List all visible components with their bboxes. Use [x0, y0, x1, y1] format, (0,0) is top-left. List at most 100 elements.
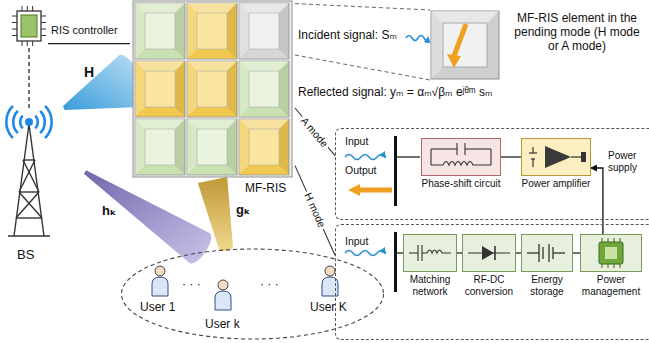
element-face — [197, 13, 227, 49]
decor-line — [417, 245, 418, 261]
chip-pin — [22, 41, 23, 46]
chip-pin — [41, 22, 46, 23]
chip-pin — [12, 29, 17, 30]
wire — [295, 108, 335, 156]
decor-line — [532, 159, 533, 167]
element-bevel — [239, 61, 249, 117]
node-label: · · · — [260, 278, 279, 292]
element-bevel — [187, 61, 197, 117]
channel-label: gₖ — [236, 203, 250, 218]
matching-network: Matching network — [403, 234, 457, 299]
signal-label: Reflected signal: yₘ = αₘ√βₘ eʲᶿᵐ sₘ — [298, 86, 493, 100]
power-amplifier-icon — [521, 138, 591, 176]
decor-line — [23, 160, 39, 192]
element-face — [145, 13, 175, 49]
ris-element — [187, 61, 237, 117]
block-frame — [404, 235, 457, 272]
chip-pin — [27, 41, 28, 46]
wire — [397, 156, 420, 157]
matching-network-icon — [403, 234, 457, 272]
chip-pin — [41, 16, 46, 17]
ris-element — [239, 61, 289, 117]
controller-chip: RIS controller — [10, 4, 48, 48]
lc-circuit — [431, 143, 491, 165]
wire — [457, 252, 462, 253]
radio-wave — [45, 106, 52, 138]
h-mode-panel: InputMatching networkRF-DC conversionEne… — [335, 224, 649, 340]
decor-line — [430, 149, 431, 165]
user-head — [325, 266, 335, 276]
chip-core — [21, 15, 37, 37]
storage-cells — [527, 244, 565, 262]
a-mode-panel: InputOutputPhase-shift circuitPower ampl… — [335, 128, 649, 220]
chip-pin — [41, 35, 46, 36]
edge-label: A mode — [298, 113, 333, 151]
decor-line — [490, 149, 491, 165]
radio-wave — [35, 116, 38, 129]
wire — [48, 43, 130, 44]
block-frame — [522, 235, 573, 272]
port-bar — [394, 136, 397, 206]
decor-line — [16, 192, 39, 218]
decor-line — [456, 143, 457, 155]
block-label: Power amplifier — [521, 178, 591, 190]
wire — [295, 166, 335, 256]
element-bevel — [227, 119, 237, 175]
pm-pin — [608, 238, 609, 242]
node-label: · · · — [182, 278, 201, 292]
decor-line — [14, 124, 29, 236]
element-face — [197, 129, 227, 165]
element-bevel — [279, 61, 289, 117]
chip-pin — [27, 6, 28, 11]
element-face — [249, 71, 279, 107]
power-management: Power management — [580, 234, 642, 299]
rf-dc-conversion: RF-DC conversion — [462, 234, 516, 299]
decor-line — [542, 247, 543, 259]
diode — [482, 246, 494, 260]
channel-beam — [198, 177, 233, 251]
tower-frame — [8, 124, 50, 236]
element-bevel — [279, 3, 289, 59]
ris-element — [187, 3, 237, 59]
decor-line — [532, 147, 533, 153]
radio-wave — [13, 111, 18, 133]
decor-line — [464, 143, 465, 155]
node-label: RIS controller — [51, 24, 118, 37]
power-management-icon — [580, 234, 642, 272]
chip-pin — [12, 35, 17, 36]
block-label: Phase-shift circuit — [421, 178, 501, 190]
decor-line — [29, 124, 44, 236]
edge-label: H mode — [301, 189, 329, 231]
pm-chip — [599, 242, 623, 264]
decor-line — [23, 159, 35, 160]
channel-label: H — [84, 64, 94, 80]
ris-element — [239, 119, 289, 175]
decor-line — [431, 148, 457, 149]
node-label: Output — [345, 164, 377, 176]
diode-bar — [494, 246, 496, 260]
output-arrow — [356, 188, 392, 193]
pm-core — [605, 247, 617, 259]
block-label: Energy storage — [521, 274, 573, 297]
decor-path — [431, 162, 491, 166]
terminal — [581, 152, 586, 162]
channel-label: hₖ — [102, 204, 116, 219]
panel-frame — [133, 1, 292, 177]
input-wave — [345, 251, 385, 256]
radio-wave — [40, 111, 45, 133]
ris-panel: MF-RIS — [130, 0, 295, 180]
phase-shift-circuit: Phase-shift circuit — [421, 138, 501, 192]
matching-circuit — [409, 245, 451, 261]
base-station: BS — [0, 108, 85, 268]
node-label: User k — [205, 318, 240, 332]
wire — [501, 156, 521, 157]
chip-pin — [32, 41, 33, 46]
user-head — [155, 266, 165, 276]
energy-storage: Energy storage — [521, 234, 573, 299]
decor-line — [538, 244, 539, 262]
wire — [573, 252, 580, 253]
ris-element — [239, 3, 289, 59]
chip-pin — [12, 16, 17, 17]
